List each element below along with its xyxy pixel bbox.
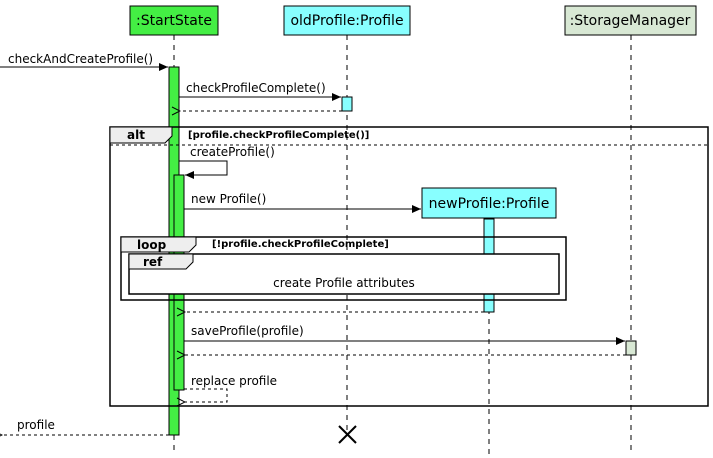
message-check-and-create: checkAndCreateProfile() [0, 52, 168, 71]
svg-text:alt: alt [127, 128, 145, 142]
message-check-profile-complete: checkProfileComplete() [179, 81, 341, 101]
message-replace-profile: replace profile [184, 374, 277, 402]
svg-text:[profile.checkProfileComplete(: [profile.checkProfileComplete()] [188, 130, 369, 141]
participant-new-profile: newProfile:Profile [421, 187, 557, 219]
message-create-profile: createProfile() [179, 145, 275, 179]
svg-text:saveProfile(profile): saveProfile(profile) [191, 324, 304, 338]
fragment-loop: loop [!profile.checkProfileComplete] [120, 236, 567, 301]
svg-text:[!profile.checkProfileComplete: [!profile.checkProfileComplete] [212, 239, 389, 250]
svg-text:create Profile attributes: create Profile attributes [273, 276, 415, 290]
svg-text::StartState: :StartState [136, 13, 212, 29]
participant-old-profile: oldProfile:Profile [283, 5, 411, 36]
svg-text:profile: profile [17, 418, 55, 432]
svg-text:checkProfileComplete(): checkProfileComplete() [186, 81, 326, 95]
message-new-profile: new Profile() [184, 192, 421, 213]
svg-text::StorageManager: :StorageManager [570, 13, 691, 29]
activation-storage-manager [625, 340, 637, 356]
activation-old-profile [341, 96, 353, 112]
svg-text:newProfile:Profile: newProfile:Profile [429, 196, 550, 212]
svg-text:loop: loop [137, 238, 167, 252]
svg-text:checkAndCreateProfile(): checkAndCreateProfile() [8, 52, 153, 66]
message-return-profile: profile [2, 418, 169, 435]
participant-start-state: :StartState [129, 5, 219, 36]
destroy-old-profile-icon [338, 425, 357, 444]
svg-text:replace profile: replace profile [191, 374, 277, 388]
fragment-alt: alt [profile.checkProfileComplete()] [109, 126, 709, 407]
message-save-profile: saveProfile(profile) [184, 324, 625, 345]
participant-storage-manager: :StorageManager [564, 5, 697, 36]
fragment-ref: ref create Profile attributes [128, 253, 560, 295]
svg-text:ref: ref [143, 255, 163, 269]
svg-text:new Profile(): new Profile() [191, 192, 266, 206]
svg-text:createProfile(): createProfile() [190, 145, 275, 159]
svg-text:oldProfile:Profile: oldProfile:Profile [290, 13, 403, 29]
